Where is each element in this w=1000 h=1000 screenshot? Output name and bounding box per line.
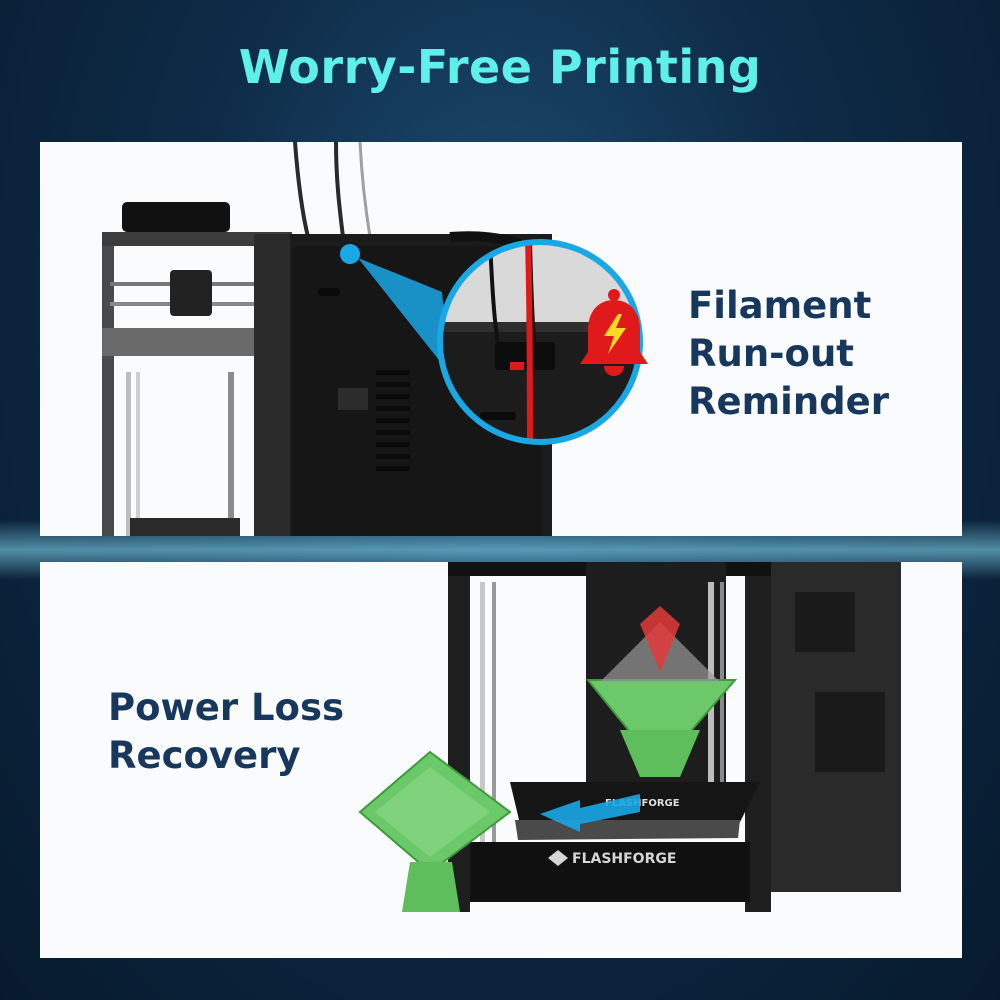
printer-illustration-bottom: FLASHFORGE FLASHFORGE — [358, 562, 901, 912]
partial-print — [585, 606, 738, 777]
printer-screen — [122, 202, 230, 232]
feature-line: Recovery — [108, 734, 301, 777]
filament-runout-panel: Filament Run-out Reminder — [40, 142, 962, 536]
printer-frame — [448, 562, 470, 912]
feature-line: Power Loss — [108, 686, 344, 729]
lightning-icon — [604, 314, 626, 354]
print-head — [170, 270, 212, 316]
recovered-print — [358, 750, 512, 912]
power-loss-panel: FLASHFORGE FLASHFORGE Power Loss Recover… — [40, 562, 962, 958]
feature-line: Filament — [688, 284, 872, 327]
filament-strand — [525, 242, 533, 442]
printer-illustration-top — [102, 142, 648, 536]
brand-label: FLASHFORGE — [572, 851, 676, 867]
arrow-left-icon — [540, 794, 640, 832]
sensor-spot — [340, 244, 360, 264]
feature-title-filament-runout: Filament Run-out Reminder — [688, 282, 889, 426]
svg-text:FLASHFORGE: FLASHFORGE — [605, 798, 680, 809]
page-headline: Worry-Free Printing — [238, 40, 762, 94]
brand-logo-icon — [548, 850, 568, 866]
feature-title-power-loss: Power Loss Recovery — [108, 684, 344, 780]
feature-line: Reminder — [688, 380, 889, 423]
feature-line: Run-out — [688, 332, 854, 375]
